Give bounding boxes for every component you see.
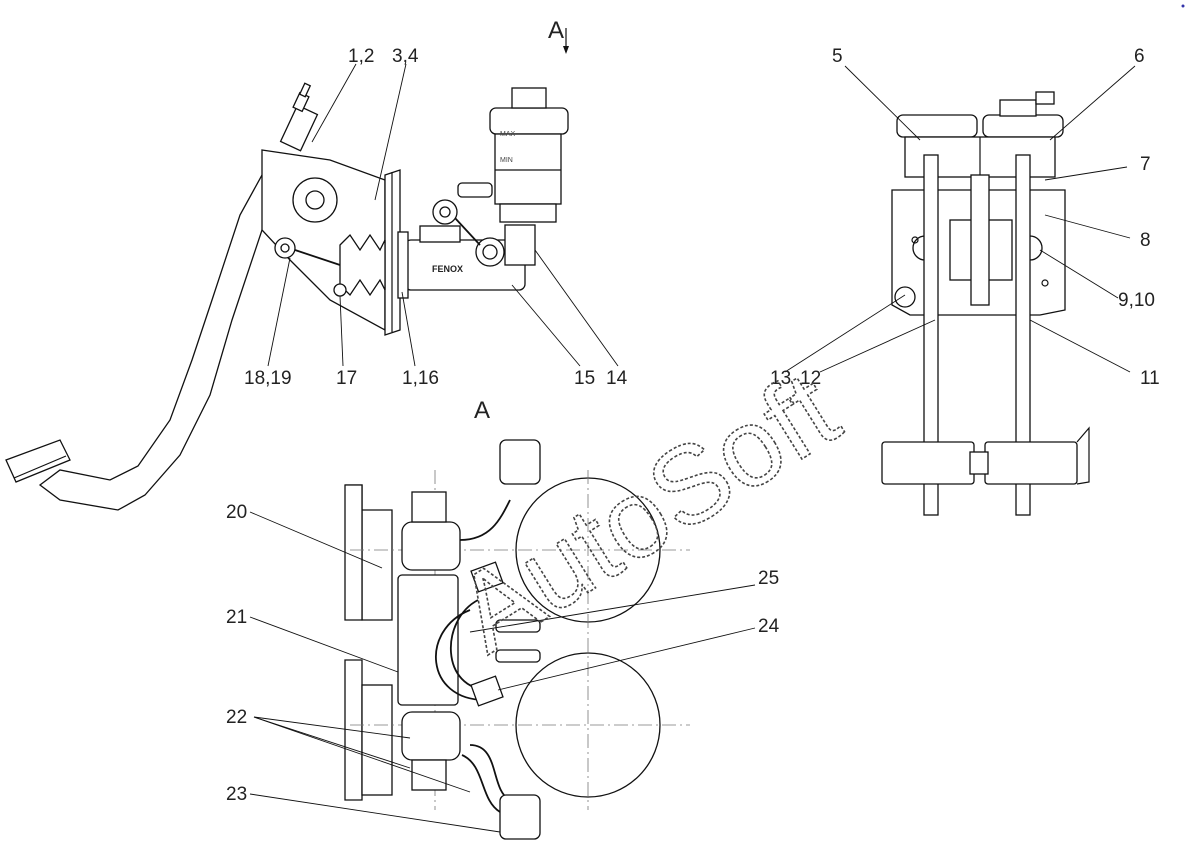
reservoir-lower <box>515 652 661 798</box>
callout-9-10: 9,10 <box>1118 290 1155 311</box>
front-view: 5 6 7 8 9,10 11 12 13 <box>770 46 1160 516</box>
reservoir-min-label: MIN <box>500 157 513 164</box>
cylinder-brand: FENOX <box>432 264 463 274</box>
cylinder-body <box>397 574 459 706</box>
pedal-pad <box>5 439 71 483</box>
callout-18-19: 18,19 <box>244 368 292 389</box>
callout-12: 12 <box>800 368 821 389</box>
callout-22: 22 <box>226 707 247 728</box>
reservoir-max-label: MAX <box>500 131 516 138</box>
watermark-text: AutoSoft <box>435 348 858 676</box>
callout-21: 21 <box>226 607 247 628</box>
callout-23: 23 <box>226 784 247 805</box>
fluid-reservoir: MAX MIN <box>489 87 569 223</box>
callout-7: 7 <box>1140 154 1151 175</box>
callout-5: 5 <box>832 46 843 67</box>
corner-mark <box>1181 4 1185 8</box>
callout-17: 17 <box>336 368 357 389</box>
callout-1-16: 1,16 <box>402 368 439 389</box>
side-view: FENOX MAX MIN A <box>5 17 628 511</box>
callout-3-4: 3,4 <box>392 46 419 67</box>
callout-20: 20 <box>226 502 247 523</box>
callout-6: 6 <box>1134 46 1145 67</box>
callout-8: 8 <box>1140 230 1151 251</box>
view-a-label: A <box>474 397 490 424</box>
pedal-lever <box>38 174 283 511</box>
section-arrow-label: A <box>548 17 564 44</box>
clutch-master-cylinder: FENOX <box>397 182 536 299</box>
view-a: A <box>226 397 780 840</box>
stop-light-switch <box>279 82 319 152</box>
callout-24: 24 <box>758 616 780 637</box>
callout-11: 11 <box>1140 368 1160 389</box>
callout-15: 15 <box>574 368 595 389</box>
callout-1-2: 1,2 <box>348 46 374 67</box>
callout-14: 14 <box>606 368 628 389</box>
callout-13: 13 <box>770 368 791 389</box>
callout-25: 25 <box>758 568 779 589</box>
rubber-boot <box>339 233 386 297</box>
